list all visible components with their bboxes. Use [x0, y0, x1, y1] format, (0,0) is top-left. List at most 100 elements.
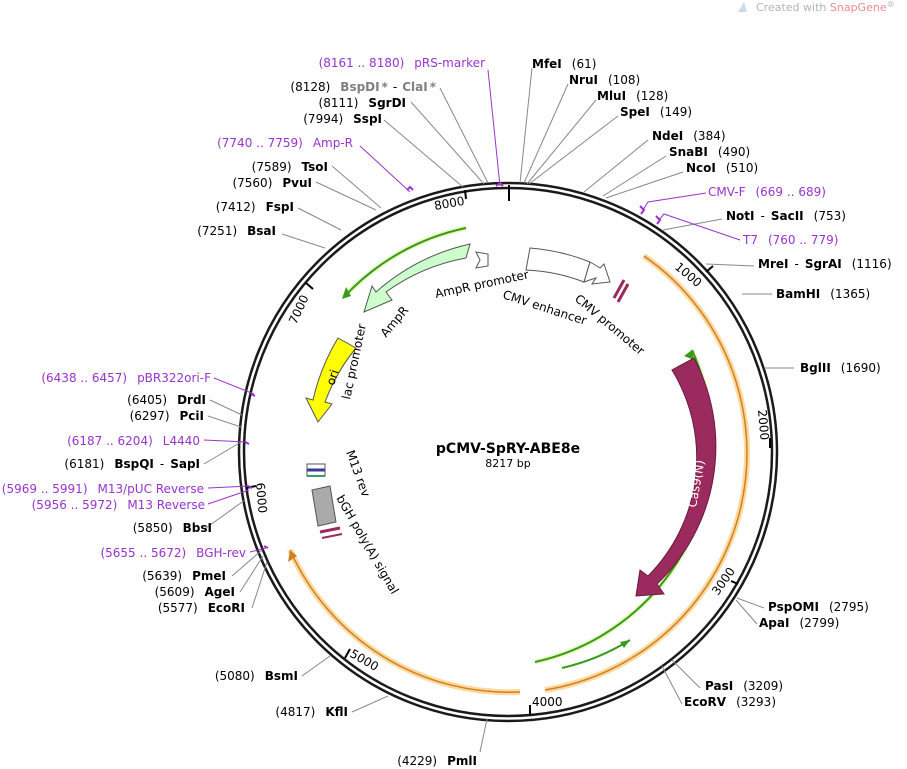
enzyme-ecori-pos: (5577) — [158, 601, 198, 615]
enzyme-ecorv[interactable]: EcoRV — [684, 695, 727, 709]
svg-text:EcoRV(3293): EcoRV(3293) — [684, 695, 776, 709]
svg-text:MfeI(61): MfeI (61) — [532, 57, 596, 71]
enzyme-clai[interactable]: ClaI — [402, 80, 427, 94]
enzyme-pspomi[interactable]: PspOMI — [768, 600, 819, 614]
enzyme-nrui[interactable]: NruI — [569, 73, 598, 87]
enzyme-ndei-pos: (384) — [693, 129, 725, 143]
enzyme-spei[interactable]: SpeI — [620, 105, 650, 119]
enzyme-drdi-pos: (6405) — [127, 393, 167, 407]
enzyme-pvui[interactable]: PvuI — [282, 176, 312, 190]
svg-text:(7589)TsoI: (7589)TsoI — [252, 160, 328, 174]
enzyme-mfei[interactable]: MfeI — [532, 57, 562, 71]
primer-m13puc[interactable]: M13/pUC Reverse — [98, 482, 205, 496]
enzyme-bglii[interactable]: BglII — [800, 361, 831, 375]
svg-text:(8128)BspDI*-ClaI*: (8128)BspDI*-ClaI* — [290, 80, 436, 94]
m13-rev-label: M13 rev — [343, 448, 373, 498]
svg-text:(8111)SgrDI: (8111) SgrDI — [319, 96, 406, 110]
primer-cmvf-range: (669 .. 689) — [755, 185, 825, 199]
primer-prs-range: (8161 .. 8180) — [319, 56, 405, 70]
enzyme-drdi[interactable]: DrdI — [177, 393, 206, 407]
enzyme-pmli[interactable]: PmlI — [447, 754, 477, 768]
enzyme-bsmi[interactable]: BsmI — [265, 669, 298, 683]
enzyme-mlui[interactable]: MluI — [597, 89, 626, 103]
cmv-promoter-arrow[interactable] — [583, 261, 611, 285]
enzyme-mrei[interactable]: MreI — [758, 257, 788, 271]
svg-text:(4817)KflI: (4817)KflI — [275, 705, 348, 719]
primer-l4440-range: (6187 .. 6204) — [67, 434, 153, 448]
snapgene-logo-icon — [738, 2, 747, 12]
ori-label: ori — [324, 368, 342, 387]
svg-text:MluI(128): MluI(128) — [597, 89, 668, 103]
primer-bghrev[interactable]: BGH-rev — [196, 546, 246, 560]
enzyme-spei-pos: (149) — [660, 105, 692, 119]
svg-text:MreI-SgrAI(1116): MreI-SgrAI(1116) — [758, 257, 892, 271]
enzyme-bamhi[interactable]: BamHI — [776, 287, 820, 301]
enzyme-pcii[interactable]: PciI — [180, 409, 205, 423]
enzyme-apai[interactable]: ApaI — [759, 616, 789, 630]
svg-text:SpeI(149): SpeI (149) — [620, 105, 692, 119]
enzyme-sapi[interactable]: SapI — [170, 457, 200, 471]
bgh-polya-box[interactable] — [311, 485, 337, 527]
enzyme-bsai[interactable]: BsaI — [247, 224, 276, 238]
enzyme-ncoi[interactable]: NcoI — [686, 161, 716, 175]
enzyme-fspi[interactable]: FspI — [266, 200, 294, 214]
orf-arrow-bottom-icon — [288, 550, 297, 562]
enzyme-sacii[interactable]: SacII — [771, 209, 804, 223]
bgh-label: bGH poly(A) signal — [333, 493, 401, 597]
enzyme-ecori[interactable]: EcoRI — [208, 601, 245, 615]
enzyme-labels-left: (4229)PmlI (4817)KflI (5080)BsmI (5577)E… — [64, 80, 477, 768]
watermark-prefix: Created with — [756, 1, 830, 14]
primer-prs[interactable]: pRS-marker — [414, 56, 485, 70]
primer-t7[interactable]: T7 — [742, 233, 758, 247]
enzyme-mfei-pos: (61) — [572, 57, 597, 71]
feature-cas9[interactable]: Cas9(N) — [635, 357, 717, 597]
enzyme-bbsi[interactable]: BbsI — [183, 521, 212, 535]
primer-l4440[interactable]: L4440 — [163, 434, 200, 448]
svg-text:PasI(3209): PasI(3209) — [705, 679, 783, 693]
orf-arc-left-line — [343, 227, 467, 298]
enzyme-leaders — [203, 67, 794, 753]
enzyme-noti-sep: - — [761, 209, 765, 223]
primer-m13rev[interactable]: M13 Reverse — [127, 498, 205, 512]
svg-text:T7(760 .. 779): T7 (760 .. 779) — [742, 233, 838, 247]
svg-text:(7560)PvuI: (7560)PvuI — [232, 176, 312, 190]
orf-arc-bottom — [287, 548, 521, 696]
enzyme-ndei[interactable]: NdeI — [652, 129, 683, 143]
enzyme-pmei[interactable]: PmeI — [192, 569, 226, 583]
enzyme-tsoi[interactable]: TsoI — [302, 160, 328, 174]
enzyme-fspi-pos: (7412) — [216, 200, 256, 214]
primer-ampr[interactable]: Amp-R — [313, 136, 353, 150]
enzyme-sgrai[interactable]: SgrAI — [805, 257, 842, 271]
cas9-arrow[interactable] — [635, 357, 717, 597]
small-features — [306, 463, 343, 539]
enzyme-nrui-pos: (108) — [608, 73, 640, 87]
primer-t7-range: (760 .. 779) — [768, 233, 838, 247]
enzyme-agei[interactable]: AgeI — [205, 585, 235, 599]
cmv-enhancer-box[interactable] — [525, 247, 591, 283]
enzyme-snabi[interactable]: SnaBI — [669, 145, 708, 159]
svg-text:(6187 .. 6204)L4440: (6187 .. 6204) L4440 — [67, 434, 200, 448]
primer-pbr-range: (6438 .. 6457) — [41, 371, 127, 385]
cmv-enhancer-label: CMV enhancer — [501, 288, 588, 328]
orf-arc-cas9-outer-line — [544, 255, 748, 691]
primer-pbr[interactable]: pBR322ori-F — [137, 371, 211, 385]
enzyme-bspqi-pos: (6181) — [64, 457, 104, 471]
enzyme-kfli[interactable]: KflI — [325, 705, 348, 719]
enzyme-sgrdi-pos: (8111) — [319, 96, 359, 110]
promoter-small-marker — [612, 279, 630, 303]
feature-ori[interactable]: ori — [305, 337, 357, 423]
ampr-arrow[interactable] — [363, 243, 471, 313]
enzyme-sgrdi[interactable]: SgrDI — [368, 96, 406, 110]
svg-text:BamHI(1365): BamHI(1365) — [776, 287, 870, 301]
enzyme-sspi[interactable]: SspI — [353, 112, 382, 126]
ori-arrow[interactable] — [305, 337, 357, 423]
svg-text:(5956 .. 5972)M13 Reverse: (5956 .. 5972)M13 Reverse — [32, 498, 205, 512]
enzyme-psti[interactable]: PasI — [705, 679, 733, 693]
enzyme-pcii-pos: (6297) — [130, 409, 170, 423]
enzyme-bspdi[interactable]: BspDI — [340, 80, 379, 94]
ampr-promoter-arrow[interactable] — [475, 251, 489, 269]
enzyme-bsai-pos: (7251) — [197, 224, 237, 238]
enzyme-bspqi[interactable]: BspQI — [114, 457, 154, 471]
primer-cmvf[interactable]: CMV-F — [708, 185, 746, 199]
enzyme-noti[interactable]: NotI — [726, 209, 755, 223]
